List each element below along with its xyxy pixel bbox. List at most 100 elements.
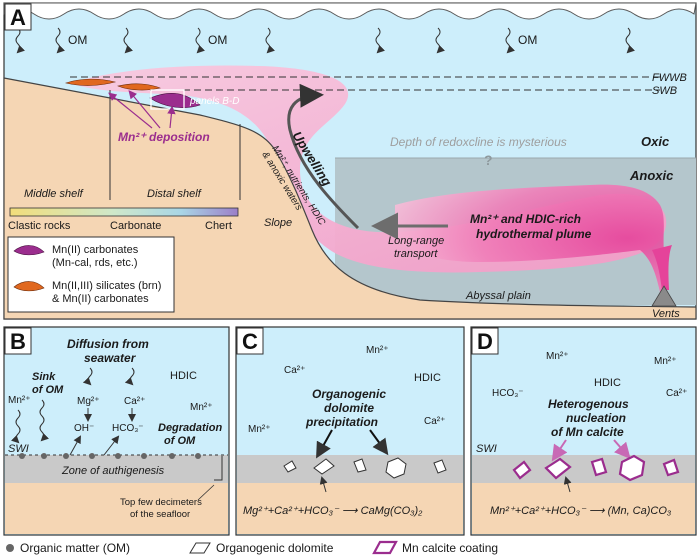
swi-label: SWI	[476, 443, 497, 455]
om-squiggle-icon	[505, 27, 516, 54]
zone-of-authigenesis	[5, 455, 228, 483]
transport-label-line2: transport	[394, 248, 438, 260]
equation-arrow	[319, 476, 328, 493]
hdic-label: HDIC	[594, 377, 621, 389]
oh-label: OH⁻	[74, 423, 94, 434]
hdic-label: HDIC	[170, 370, 197, 382]
om-squiggle-icon	[265, 27, 276, 54]
om-dot	[195, 453, 201, 459]
oh-release-arrow	[69, 435, 81, 456]
mn-carbonate-lens	[149, 92, 201, 108]
hco3-label: HCO₃⁻	[112, 423, 144, 434]
mn-silicate-lens	[64, 78, 117, 86]
mg-label: Mg²⁺	[77, 396, 100, 407]
om-dot	[63, 453, 69, 459]
hco3-label: HCO₃⁻	[492, 388, 524, 399]
dolomite-title-line1: Organogenic	[312, 387, 386, 401]
panel-d-sediment	[472, 483, 695, 534]
deposition-arrow-3	[167, 105, 176, 129]
dolomite-crystal	[433, 459, 447, 474]
degradation-label-line2: of OM	[164, 435, 196, 447]
slope-label: Slope	[264, 217, 292, 229]
om-squiggle-icon	[195, 27, 206, 54]
om-label: OM	[208, 33, 227, 47]
dolomite-equation: Mg²⁺+Ca²⁺+HCO₃⁻ ⟶ CaMg(CO₃)₂	[243, 505, 423, 517]
mn-calcite-crystal	[662, 458, 680, 477]
om-squiggle-icon	[15, 27, 26, 54]
panel-b-sediment	[5, 483, 228, 534]
dolomite-crystal	[353, 458, 367, 473]
swb-label: SWB	[652, 85, 677, 97]
facies-gradient-bar	[9, 207, 239, 217]
nucleation-arrow-left	[551, 439, 568, 462]
om-squiggle-icon	[625, 27, 636, 54]
legend-coating-label: Mn calcite coating	[402, 541, 498, 555]
sink-label-line1: Sink	[32, 371, 56, 383]
om-squiggle-icon	[375, 27, 386, 54]
mn-label-right: Mn²⁺	[190, 402, 213, 413]
deposition-arrow-1	[108, 92, 153, 129]
precip-arrow-left	[316, 429, 333, 459]
bottom-legend: Organic matter (OM) Organogenic dolomite…	[6, 540, 498, 555]
zone-label: Zone of authigenesis	[61, 465, 165, 477]
diffusion-label-line2: seawater	[84, 351, 137, 365]
dolomite-crystal	[313, 458, 335, 475]
dolomite-crystal	[283, 460, 297, 473]
plume-label-line2: hydrothermal plume	[476, 227, 592, 241]
ca-label-right: Ca²⁺	[424, 416, 445, 427]
ca-label: Ca²⁺	[124, 396, 145, 407]
legend-silicate-line1: Mn(II,III) silicates (brn)	[52, 280, 161, 292]
mn-label-right: Mn²⁺	[654, 356, 677, 367]
om-label: OM	[518, 33, 537, 47]
mn-deposition-label: Mn²⁺ deposition	[118, 130, 210, 144]
vent-chimney	[651, 285, 677, 307]
mn-label-top: Mn²⁺	[546, 351, 569, 362]
redoxcline-note: Depth of redoxcline is mysterious	[390, 135, 567, 149]
mn-silicate-lens-2	[117, 83, 161, 91]
facies-carbonate-label: Carbonate	[110, 220, 161, 232]
om-dots	[19, 453, 201, 459]
dolomite-icon	[189, 542, 211, 554]
sea-surface-wave	[3, 2, 697, 20]
panel-b-letter: B	[10, 329, 26, 354]
om-squiggle-icon	[435, 27, 446, 54]
sink-squiggle-icon	[39, 399, 50, 442]
diffusion-squiggle-icon	[124, 367, 135, 386]
swi-label: SWI	[8, 443, 29, 455]
oxic-label: Oxic	[641, 134, 670, 149]
anoxic-label: Anoxic	[629, 168, 674, 183]
dolomite-crystals	[283, 457, 447, 479]
diffusion-squiggle-icon	[82, 367, 93, 386]
distal-shelf-label: Distal shelf	[147, 188, 202, 200]
hydrothermal-plume	[395, 184, 668, 292]
upwelling-arrow	[287, 83, 360, 230]
nucleation-title-line2: nucleation	[566, 411, 626, 425]
om-dot	[89, 453, 95, 459]
mn-calcite-crystal	[618, 454, 646, 482]
legend-om-label: Organic matter (OM)	[20, 541, 130, 555]
legend-carbonate-line1: Mn(II) carbonates	[52, 244, 139, 256]
fwwb-label: FWWB	[652, 72, 687, 84]
redoxcline-question: ?	[484, 152, 493, 168]
panels-ref-label: panels B-D	[189, 96, 239, 107]
precip-arrow-right	[369, 429, 389, 456]
panel-d-letter-box	[471, 327, 499, 355]
abyssal-plain-label: Abyssal plain	[465, 290, 531, 302]
nucleation-arrow-right	[613, 439, 631, 460]
top-note-line2: of the seafloor	[130, 509, 190, 520]
sink-label-line2: of OM	[32, 384, 64, 396]
equation-arrow	[563, 476, 572, 493]
mn-calcite-crystal	[512, 460, 532, 480]
mn-carbonate-swatch	[13, 245, 45, 256]
sink-squiggle-icon	[10, 409, 21, 444]
panel-b-arrows	[10, 367, 136, 456]
legend-carbonate-line2: (Mn-cal, rds, etc.)	[52, 257, 138, 269]
panel-a-letter: A	[10, 5, 26, 30]
middle-shelf-label: Middle shelf	[24, 188, 84, 200]
om-dot	[141, 453, 147, 459]
panel-c-sediment	[237, 483, 463, 534]
om-squiggle-icon	[123, 27, 134, 54]
om-squiggle-icon	[55, 27, 66, 54]
facies-clastic-label: Clastic rocks	[8, 220, 71, 232]
legend-silicate-line2: & Mn(II) carbonates	[52, 293, 149, 305]
